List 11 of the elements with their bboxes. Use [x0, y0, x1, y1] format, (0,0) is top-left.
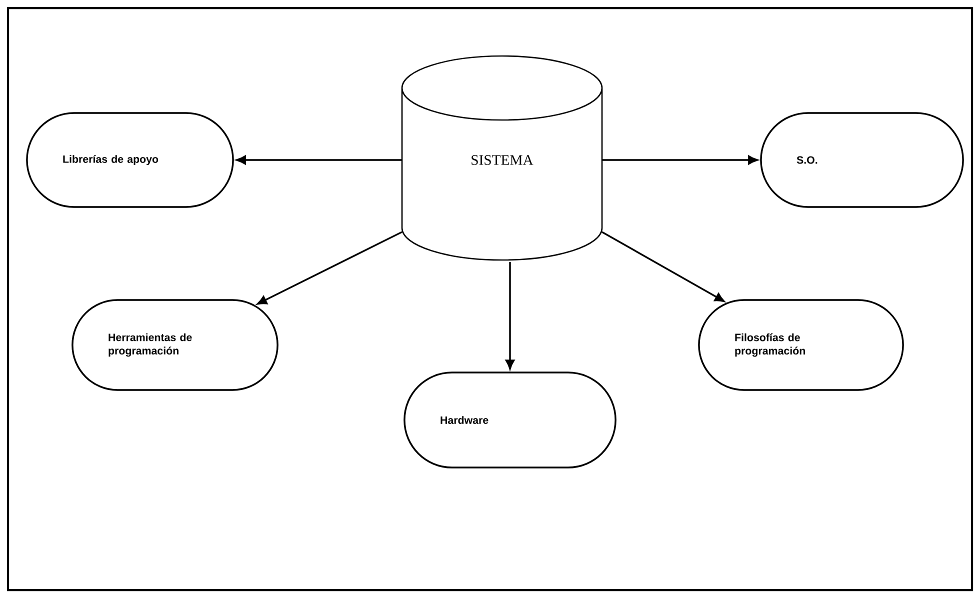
rounded-box: S.O. — [760, 112, 964, 208]
arrow — [505, 262, 515, 370]
rounded-box: Filosofías de programación — [698, 299, 904, 391]
arrow — [602, 231, 725, 302]
arrow — [257, 231, 402, 305]
rounded-box: Herramientas de programación — [72, 299, 278, 391]
cylinder: SISTEMA — [401, 55, 603, 261]
rounded-box: Hardware — [404, 372, 616, 468]
arrow — [602, 155, 758, 165]
rounded-box: Librerías de apoyo — [26, 112, 234, 208]
arrow — [236, 155, 402, 165]
